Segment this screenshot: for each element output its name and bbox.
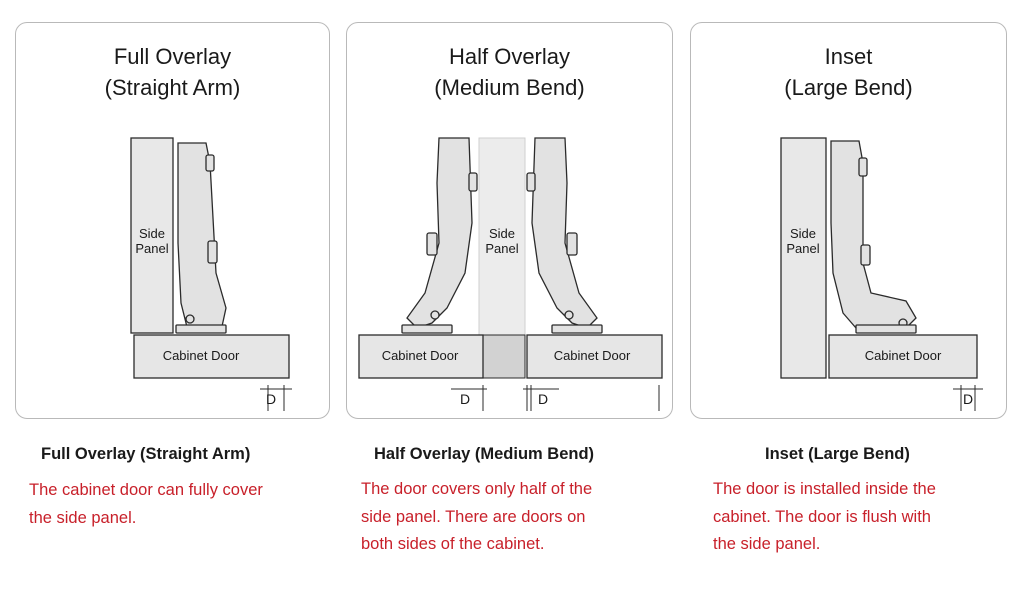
caption-line: the side panel. bbox=[29, 508, 137, 527]
caption-line: The cabinet door can fully cover bbox=[29, 481, 263, 499]
title-line-1: Full Overlay bbox=[113, 44, 232, 69]
side-panel-label-2: Panel bbox=[135, 241, 168, 256]
side-panel-label-2: Panel bbox=[786, 241, 819, 256]
side-panel-label-1: Side bbox=[790, 226, 816, 241]
cabinet-door bbox=[828, 334, 978, 379]
panel-full-overlay: Full Overlay (Straight Arm) Side Panel C… bbox=[15, 22, 330, 419]
hinge-large-bend bbox=[830, 140, 917, 334]
caption-title-half-overlay: Half Overlay (Medium Bend) bbox=[374, 445, 595, 463]
dimension-d-label: D bbox=[266, 391, 276, 407]
panel-title: Inset (Large Bend) bbox=[691, 41, 1006, 103]
panel-title: Full Overlay (Straight Arm) bbox=[16, 41, 329, 103]
caption-title-full-overlay: Full Overlay (Straight Arm) bbox=[41, 445, 251, 463]
caption-text-half-overlay: The door covers only half of the side pa… bbox=[361, 476, 592, 559]
caption-line: The door covers only half of the bbox=[361, 480, 593, 498]
cabinet-door-left bbox=[358, 334, 484, 379]
caption-line: cabinet. The door is flush with bbox=[713, 507, 931, 526]
hinge-straight-arm bbox=[175, 142, 227, 334]
cabinet-door-label: Cabinet Door bbox=[865, 348, 942, 363]
side-panel bbox=[130, 137, 174, 334]
title-line-2: (Large Bend) bbox=[784, 75, 913, 100]
side-panel-label-1: Side bbox=[139, 226, 165, 241]
caption-title-inset: Inset (Large Bend) bbox=[765, 445, 910, 463]
panel-inset: Inset (Large Bend) Side Panel Cabinet Do… bbox=[690, 22, 1007, 419]
title-line-2: (Medium Bend) bbox=[434, 75, 585, 100]
dimension-d-left bbox=[451, 385, 487, 411]
half-overlay-diagram: Side Panel Cabinet Door Cabinet Door bbox=[358, 137, 663, 411]
full-overlay-diagram: Side Panel Cabinet Door D bbox=[130, 137, 292, 411]
title-line-1: Inset bbox=[824, 44, 873, 69]
title-line-2: (Straight Arm) bbox=[104, 75, 241, 100]
caption-line: the side panel. bbox=[713, 535, 821, 553]
side-panel-gap bbox=[482, 334, 526, 379]
panel-half-overlay: Half Overlay (Medium Bend) Side Panel Ca… bbox=[346, 22, 673, 419]
caption-text-full-overlay: The cabinet door can fully cover the sid… bbox=[29, 477, 263, 532]
hinge-medium-bend-left bbox=[401, 137, 478, 334]
dimension-d-label: D bbox=[963, 391, 973, 407]
cabinet-door-label: Cabinet Door bbox=[163, 348, 240, 363]
caption-line: The door is installed inside the bbox=[713, 480, 936, 498]
dimension-d-left-label: D bbox=[460, 391, 470, 407]
side-panel-label-1: Side bbox=[489, 226, 515, 241]
cabinet-door-left-label: Cabinet Door bbox=[382, 348, 459, 363]
caption-line: both sides of the cabinet. bbox=[361, 535, 545, 553]
inset-diagram: Side Panel Cabinet Door D bbox=[780, 137, 983, 411]
side-panel bbox=[780, 137, 827, 379]
dimension-d bbox=[953, 385, 983, 411]
panel-title: Half Overlay (Medium Bend) bbox=[347, 41, 672, 103]
dimension-d-right bbox=[523, 385, 660, 411]
cabinet-door bbox=[133, 334, 290, 379]
cabinet-door-right-label: Cabinet Door bbox=[554, 348, 631, 363]
title-line-1: Half Overlay bbox=[448, 44, 571, 69]
cabinet-door-right bbox=[526, 334, 663, 379]
dimension-d bbox=[260, 385, 292, 411]
side-panel-label-2: Panel bbox=[485, 241, 518, 256]
caption-line: side panel. There are doors on bbox=[361, 507, 586, 526]
hinge-medium-bend-right bbox=[526, 137, 603, 334]
caption-text-inset: The door is installed inside the cabinet… bbox=[713, 476, 936, 559]
dimension-d-right-label: D bbox=[538, 391, 548, 407]
